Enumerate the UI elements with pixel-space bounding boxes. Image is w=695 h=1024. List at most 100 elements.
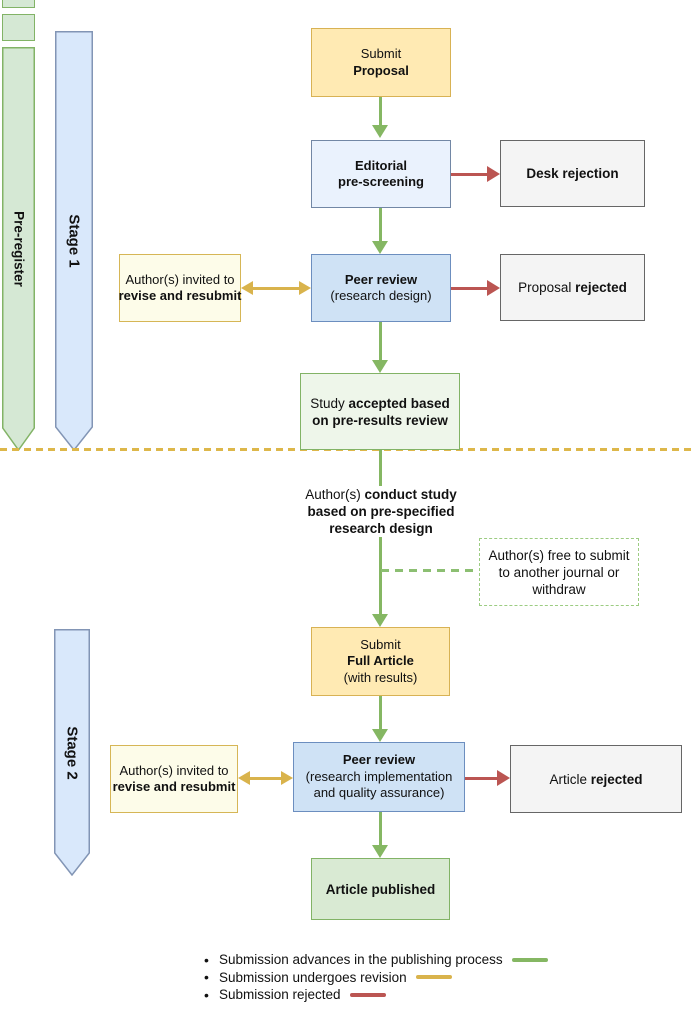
arrow-shaft [248, 776, 283, 780]
arrow-peer-review2-to-article-rejected [465, 770, 510, 786]
stage2-ribbon: Stage 2 [54, 629, 90, 876]
label-line: Peer review [342, 752, 416, 768]
preregister-arrow-shape [2, 47, 35, 451]
stage1-label: Stage 1 [65, 214, 83, 268]
arrow-head-down-icon [372, 729, 388, 742]
peer-review-implementation-box: Peer review (research implementation and… [293, 742, 465, 812]
arrow-shaft [251, 286, 301, 290]
author-invited-revise-box-stage1: Author(s) invited to revise and resubmit [119, 254, 241, 322]
arrow-shaft [378, 322, 382, 362]
legend: • Submission advances in the publishing … [204, 951, 548, 1004]
arrow-shaft [378, 208, 382, 243]
stage2-arrow-shape [54, 629, 90, 876]
label-line: (research implementation [305, 768, 453, 784]
arrow-head-down-icon [372, 241, 388, 254]
arrow-head-right-icon [487, 280, 500, 296]
legend-color-line-red [349, 992, 386, 997]
arrow-shaft [451, 286, 489, 290]
label-line: withdraw [532, 581, 586, 597]
article-published-box: Article published [311, 858, 450, 920]
arrow-peer-review1-to-proposal-rejected [451, 280, 500, 296]
label-line: to another journal or [498, 564, 620, 580]
article-rejected-box: Article rejected [510, 745, 682, 813]
arrow-head-left-icon [241, 280, 253, 295]
legend-label: Submission advances in the publishing pr… [219, 952, 503, 968]
arrow-peer-review1-to-accepted [372, 322, 388, 373]
arrow-editorial-to-desk-rejection [451, 166, 500, 182]
arrow-revise-resubmit-stage2 [238, 770, 293, 786]
label-line: Full Article [347, 653, 414, 669]
author-invited-revise-box-stage2: Author(s) invited to revise and resubmit [110, 745, 238, 813]
label-line: revise and resubmit [112, 779, 236, 794]
arrow-head-right-icon [497, 770, 510, 786]
dashed-connector-withdraw [381, 569, 479, 572]
arrow-head-right-icon [299, 280, 311, 295]
label-line: revise and resubmit [118, 288, 242, 303]
arrow-shaft [378, 97, 382, 127]
arrow-shaft [378, 696, 382, 731]
arrow-shaft [451, 172, 489, 176]
bullet-icon: • [204, 951, 209, 968]
arrow-shaft [378, 812, 382, 847]
label-line: Editorial [354, 157, 407, 173]
conduct-study-text: Author(s) conduct study based on pre-spe… [266, 486, 496, 537]
legend-label: Submission rejected [219, 987, 341, 1003]
label-line: Proposal [353, 62, 409, 78]
arrow-shaft [465, 776, 499, 780]
arrow-head-right-icon [281, 770, 293, 785]
label-line: Author(s) invited to [119, 762, 229, 778]
arrow-head-down-icon [372, 614, 388, 627]
arrow-head-left-icon [238, 770, 250, 785]
desk-rejection-box: Desk rejection [500, 140, 645, 207]
label-line: pre-screening [338, 174, 424, 189]
label-line: Submit [360, 636, 401, 652]
label-line: Author(s) conduct study [305, 487, 457, 502]
label-line: and quality assurance) [313, 785, 445, 801]
label-line: (with results) [343, 669, 418, 685]
arrow-head-down-icon [372, 360, 388, 373]
arrow-head-down-icon [372, 845, 388, 858]
free-to-submit-note: Author(s) free to submit to another jour… [479, 538, 639, 606]
label-line: Article published [325, 881, 436, 897]
study-accepted-box: Study accepted based on pre-results revi… [300, 373, 460, 450]
label-line: Study accepted based [310, 395, 450, 411]
label-line: research design [329, 521, 433, 536]
label-line: Submit [360, 46, 402, 61]
label-line: (research design) [330, 288, 432, 303]
peer-review-design-box: Peer review (research design) [311, 254, 451, 322]
label-line: on pre-results review [312, 412, 448, 428]
arrow-full-article-to-peer-review2 [372, 696, 388, 742]
legend-item-revision: • Submission undergoes revision [204, 969, 548, 987]
stage1-arrow-shape [55, 31, 93, 451]
legend-color-line-green [511, 957, 548, 962]
submit-full-article-box: Submit Full Article (with results) [311, 627, 450, 696]
legend-item-rejected: • Submission rejected [204, 986, 548, 1004]
arrow-head-down-icon [372, 125, 388, 138]
arrow-accepted-to-full-article [372, 450, 388, 627]
bullet-icon: • [204, 986, 209, 1003]
label-line: Article rejected [549, 771, 643, 787]
proposal-rejected-box: Proposal rejected [500, 254, 645, 321]
bullet-icon: • [204, 969, 209, 986]
label-line: Author(s) free to submit [488, 547, 630, 563]
arrow-revise-resubmit-stage1 [241, 280, 311, 296]
label-line: Desk rejection [526, 166, 619, 181]
preregister-top-box [2, 14, 35, 41]
submit-proposal-box: Submit Proposal [311, 28, 451, 97]
preregister-label: Pre-register [11, 211, 26, 287]
preregister-top-sliver [2, 0, 35, 8]
legend-label: Submission undergoes revision [219, 969, 407, 985]
legend-color-line-yellow [415, 975, 452, 980]
legend-item-advance: • Submission advances in the publishing … [204, 951, 548, 969]
label-line: Proposal rejected [518, 280, 627, 295]
arrow-proposal-to-editorial [372, 97, 388, 138]
label-line: Author(s) invited to [125, 271, 235, 287]
stage1-ribbon: Stage 1 [55, 31, 93, 451]
label-line: based on pre-specified [307, 504, 455, 519]
arrow-peer-review2-to-published [372, 812, 388, 858]
editorial-prescreening-box: Editorial pre-screening [311, 140, 451, 208]
stage2-label: Stage 2 [63, 725, 81, 780]
preregister-ribbon: Pre-register [2, 47, 35, 451]
arrow-head-right-icon [487, 166, 500, 182]
